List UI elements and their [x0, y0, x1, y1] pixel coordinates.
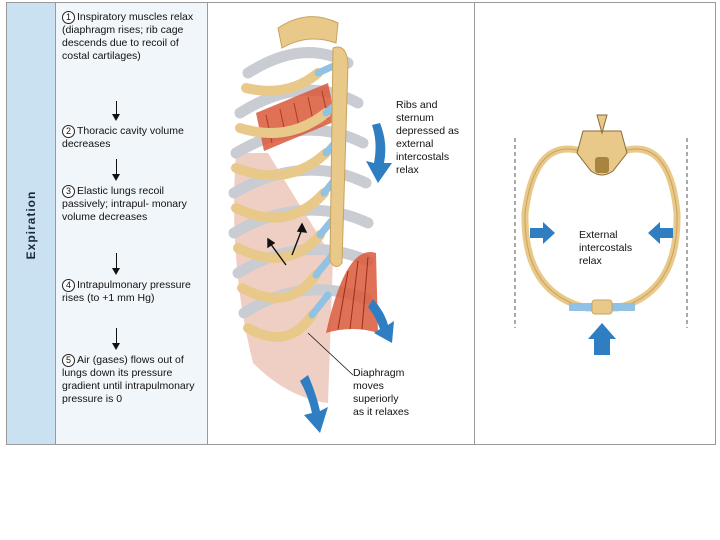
side-band: Expiration: [7, 3, 56, 444]
vertebral-body: [595, 157, 609, 173]
chest-panel: Ribs and sternum depressed as external i…: [208, 3, 475, 444]
step-number: 5: [62, 354, 75, 367]
step-text: Thoracic cavity volume decreases: [62, 125, 184, 150]
step-number: 3: [62, 185, 75, 198]
flow-arrow: [112, 328, 120, 350]
rib-cage-illustration: [228, 16, 394, 433]
spinous-process: [596, 114, 608, 135]
ring-panel: External intercostals relax: [475, 3, 715, 444]
sternum-section: [591, 299, 613, 315]
external-intercostals-label: External intercostals relax: [579, 229, 633, 267]
flow-arrow: [112, 253, 120, 275]
sternum: [329, 46, 349, 267]
diaphragm-fibers: [337, 256, 369, 330]
rib-ring-illustration: [514, 114, 688, 355]
arrow-upward: [588, 323, 616, 355]
diaphragm-label: Diaphragm moves superiorly as it relaxes: [353, 367, 410, 418]
diaphragm: [326, 252, 378, 333]
clavicle: [277, 16, 339, 49]
ribs-down-arrow: [366, 123, 392, 183]
side-label: Expiration: [24, 190, 38, 260]
flow-arrow: [112, 159, 120, 181]
rib-motion-arrows: [267, 222, 308, 266]
ribs-sternum-label: Ribs and sternum depressed as external i…: [396, 99, 460, 176]
diaphragm-arrow-right: [368, 299, 394, 343]
step-text: Elastic lungs recoil passively; intrapul…: [62, 185, 187, 223]
step-text: Intrapulmonary pressure rises (to +1 mm …: [62, 279, 191, 304]
diaphragm-arrow-left: [300, 375, 328, 433]
step-number: 1: [62, 11, 75, 24]
diaphragm-leader-line: [307, 332, 354, 376]
front-ribs: [231, 68, 331, 342]
step-number: 4: [62, 279, 75, 292]
step-number: 2: [62, 125, 75, 138]
flow-arrow: [112, 101, 120, 121]
arrow-left-inward: [648, 222, 673, 244]
vertebra: [576, 130, 628, 176]
ring-blue-arrows: [530, 222, 673, 355]
step-text: Air (gases) flows out of lungs down its …: [62, 354, 195, 405]
arrow-right-inward: [530, 222, 555, 244]
blue-movement-arrows: [300, 123, 394, 433]
step-text: Inspiratory muscles relax (diaphragm ris…: [62, 11, 194, 62]
